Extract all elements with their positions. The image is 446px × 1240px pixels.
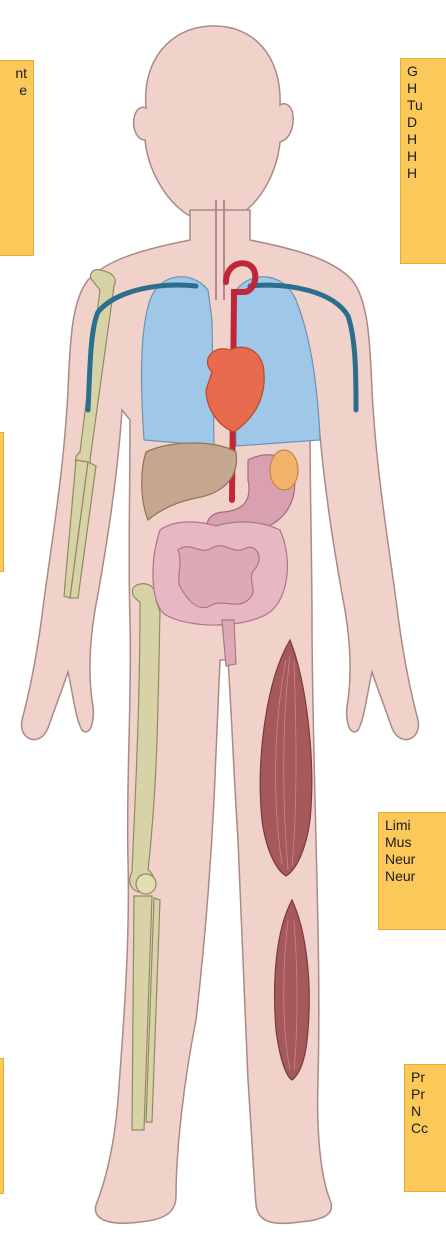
label-line: Pr <box>411 1086 446 1103</box>
label-line: H <box>407 131 446 148</box>
label-line: Pr <box>411 1069 446 1086</box>
label-line: Cc <box>411 1120 446 1137</box>
label-line: Limi <box>385 817 446 834</box>
head <box>134 26 293 215</box>
label-box-left-bottom <box>0 1058 4 1194</box>
label-line: Neur <box>385 868 446 885</box>
label-line: G <box>407 63 446 80</box>
label-line: D <box>407 114 446 131</box>
label-line: nt <box>0 65 27 82</box>
patella-bone <box>136 874 156 894</box>
label-line: H <box>407 165 446 182</box>
spleen <box>270 450 298 490</box>
label-box-middle-right: Limi Mus Neur Neur <box>378 812 446 930</box>
label-line: H <box>407 80 446 97</box>
label-line: Neur <box>385 851 446 868</box>
small-intestine <box>178 546 259 608</box>
label-line: H <box>407 148 446 165</box>
label-box-top-left: nt e <box>0 60 34 256</box>
label-line: e <box>0 82 27 99</box>
label-line: Tu <box>407 97 446 114</box>
label-box-top-right: G H Tu D H H H <box>400 58 446 264</box>
label-box-bottom-right: Pr Pr N Cc <box>404 1064 446 1192</box>
label-box-left-middle <box>0 432 4 572</box>
label-line: N <box>411 1103 446 1120</box>
left-lung <box>142 277 214 446</box>
label-line: Mus <box>385 834 446 851</box>
